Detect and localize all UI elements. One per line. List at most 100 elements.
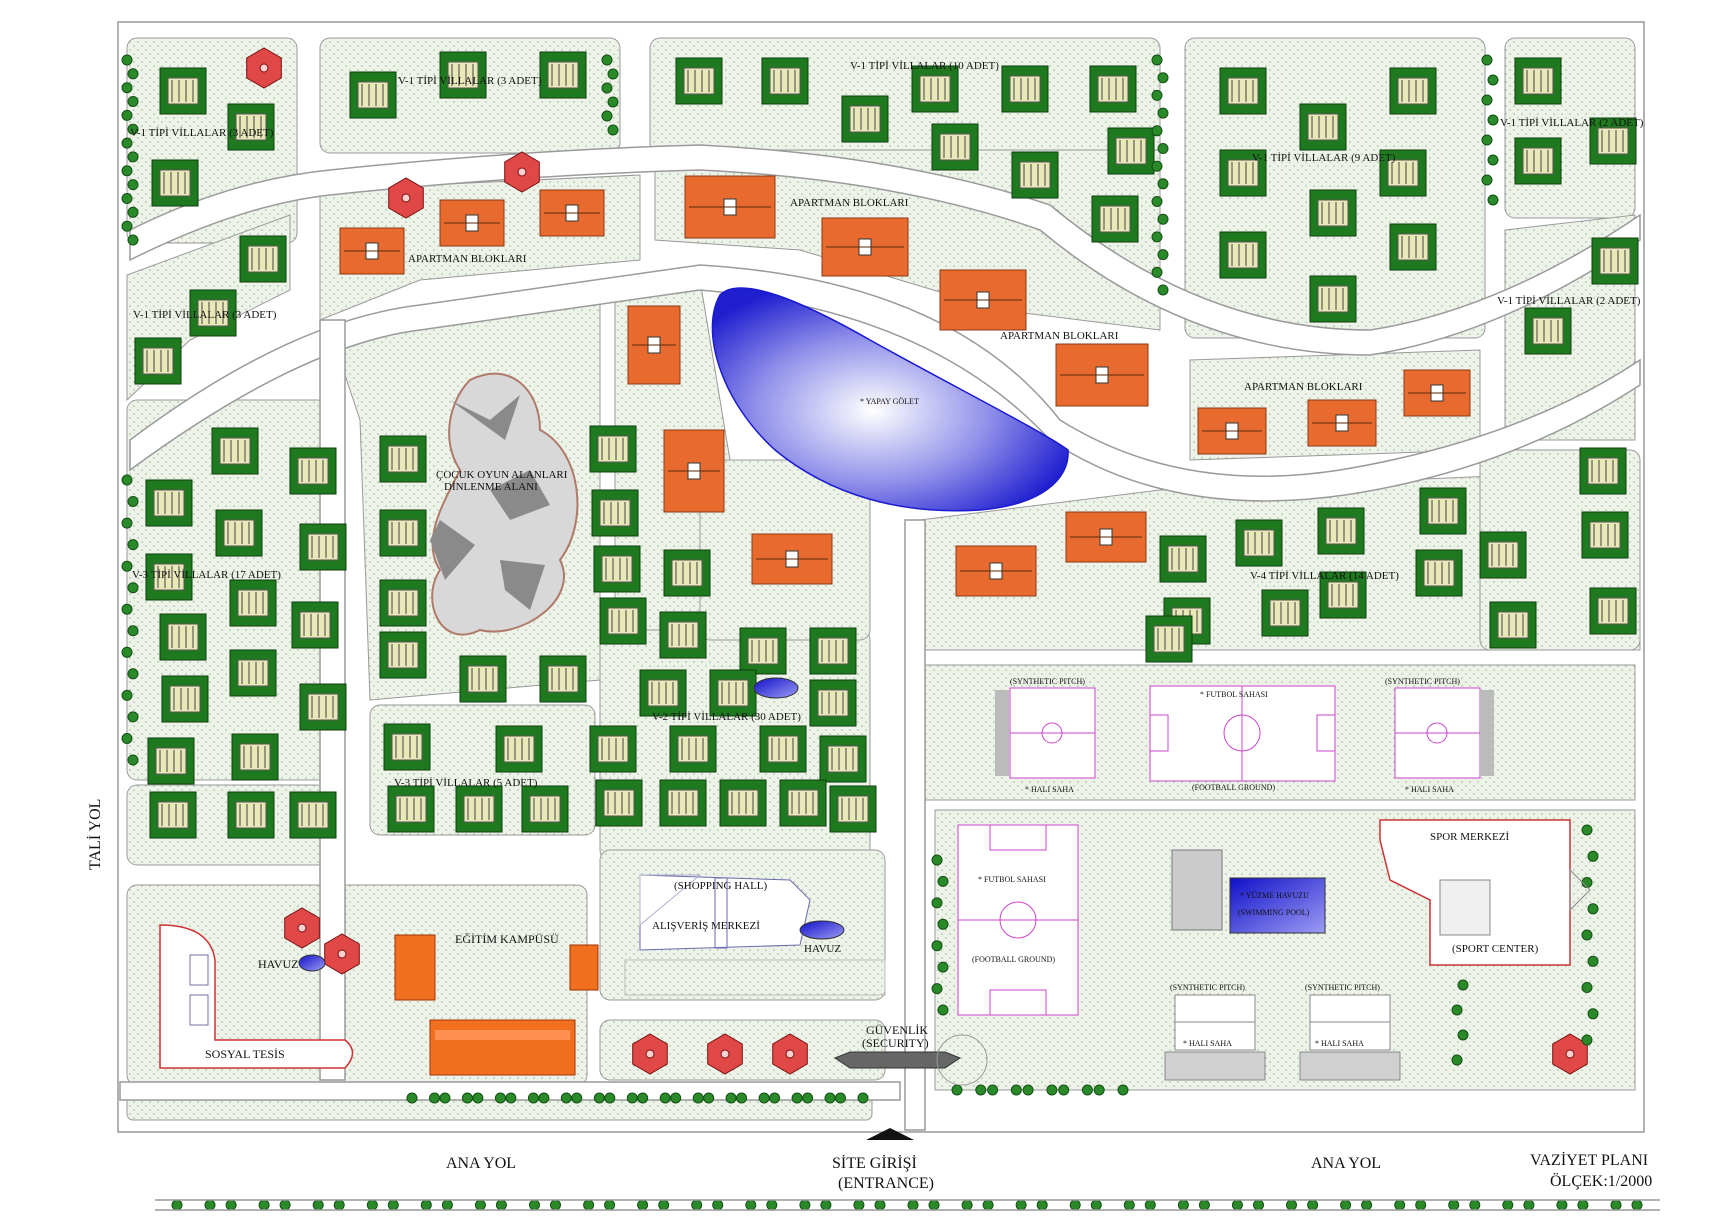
villa-46 [147, 737, 195, 785]
tree-163 [1587, 1008, 1599, 1020]
tree-83 [725, 1092, 737, 1104]
tree-122 [982, 1199, 994, 1211]
tree-152 [1457, 979, 1469, 991]
villa-0 [159, 67, 207, 115]
tree-61 [937, 961, 949, 973]
tree-62 [931, 983, 943, 995]
tree-74 [571, 1092, 583, 1104]
villa-94 [1145, 615, 1193, 663]
tree-20 [1151, 54, 1163, 66]
tree-95 [258, 1199, 270, 1211]
education-campus-label: EĞİTİM KAMPÜSÜ [455, 932, 559, 946]
rest-area-label: DİNLENME ALANI [444, 481, 538, 493]
tree-24 [1151, 125, 1163, 137]
tree-138 [1415, 1199, 1427, 1211]
villa-3 [239, 235, 287, 283]
apartment-block-5 [939, 269, 1027, 331]
synthetic-pitch-label: (SYNTHETIC PITCH) [1305, 983, 1380, 992]
tree-23 [1157, 107, 1169, 119]
tree-14 [601, 54, 613, 66]
tree-70 [505, 1092, 517, 1104]
villa-35 [289, 447, 337, 495]
tree-123 [1015, 1199, 1027, 1211]
villa-52 [379, 579, 427, 627]
villa-43 [161, 675, 209, 723]
roundabout [936, 1034, 988, 1086]
tree-5 [127, 123, 139, 135]
tree-9 [127, 179, 139, 191]
villa-42 [229, 649, 277, 697]
villa-group-label: V-1 TİPİ VİLLALAR (10 ADET) [850, 60, 999, 72]
villa-9 [675, 57, 723, 105]
main-road-label-right: ANA YOL [1311, 1155, 1381, 1172]
tree-99 [366, 1199, 378, 1211]
tree-31 [1157, 249, 1169, 261]
villa-40 [159, 613, 207, 661]
tree-102 [441, 1199, 453, 1211]
villa-38 [299, 523, 347, 571]
main-road-label-left: ANA YOL [446, 1155, 516, 1172]
tree-6 [121, 137, 133, 149]
villa-57 [591, 489, 639, 537]
tree-28 [1151, 196, 1163, 207]
tree-1 [127, 68, 139, 80]
tree-30 [1151, 231, 1163, 243]
villa-82 [1235, 519, 1283, 567]
tree-52 [121, 689, 133, 701]
tree-158 [1581, 877, 1593, 888]
tree-81 [692, 1092, 704, 1104]
tree-154 [1457, 1029, 1469, 1041]
villa-37 [145, 553, 193, 601]
tree-58 [931, 897, 943, 909]
tree-29 [1157, 213, 1169, 225]
apartment-block-3 [684, 175, 776, 239]
tree-41 [1487, 194, 1499, 206]
swimming-pool-en-label: (SWIMMING POOL) [1238, 908, 1310, 917]
gazebo-1 [388, 177, 424, 219]
tree-67 [461, 1092, 473, 1104]
tree-53 [127, 711, 139, 723]
villa-86 [1479, 531, 1527, 579]
villa-group [134, 51, 1639, 839]
tree-146 [1631, 1199, 1643, 1211]
villa-90 [1261, 589, 1309, 637]
villa-41 [291, 601, 339, 649]
tree-37 [1487, 114, 1499, 126]
tree-105 [529, 1199, 540, 1211]
villa-72 [659, 779, 707, 827]
tree-140 [1469, 1199, 1481, 1211]
tree-27 [1157, 178, 1169, 190]
villa-75 [829, 785, 877, 833]
villa-group-label: V-3 TİPİ VİLLALAR (5 ADET) [394, 777, 538, 789]
football-field-label: * FUTBOL SAHASI [1200, 690, 1268, 699]
gazebo-3 [284, 907, 320, 949]
tree-86 [769, 1092, 781, 1104]
plan-title: VAZİYET PLANI [1530, 1151, 1648, 1169]
sport-center-label: SPOR MERKEZİ [1430, 831, 1509, 843]
tree-89 [824, 1092, 836, 1104]
tree-40 [1481, 174, 1493, 186]
tree-82 [703, 1092, 715, 1104]
villa-2 [151, 159, 199, 207]
gazebo-5 [632, 1033, 668, 1075]
villa-79 [455, 785, 503, 833]
plan-scale: ÖLÇEK:1/2000 [1550, 1172, 1652, 1190]
villa-56 [589, 425, 637, 473]
villa-63 [809, 627, 857, 675]
apartment-block-8 [1307, 399, 1377, 447]
hali-saha-label: * HALI SAHA [1405, 785, 1454, 794]
tree-114 [766, 1199, 778, 1211]
tree-136 [1361, 1199, 1373, 1211]
tree-12 [121, 220, 133, 232]
tree-47 [127, 582, 139, 594]
villa-73 [719, 779, 767, 827]
villa-group-label: V-1 TİPİ VİLLALAR (3 ADET) [133, 309, 277, 321]
tree-16 [601, 82, 613, 94]
tree-60 [931, 940, 943, 952]
villa-1 [227, 103, 275, 151]
tree-121 [961, 1199, 973, 1211]
tree-56 [931, 854, 943, 866]
tree-174 [1117, 1084, 1129, 1096]
tree-49 [127, 625, 139, 637]
tree-66 [439, 1092, 451, 1104]
